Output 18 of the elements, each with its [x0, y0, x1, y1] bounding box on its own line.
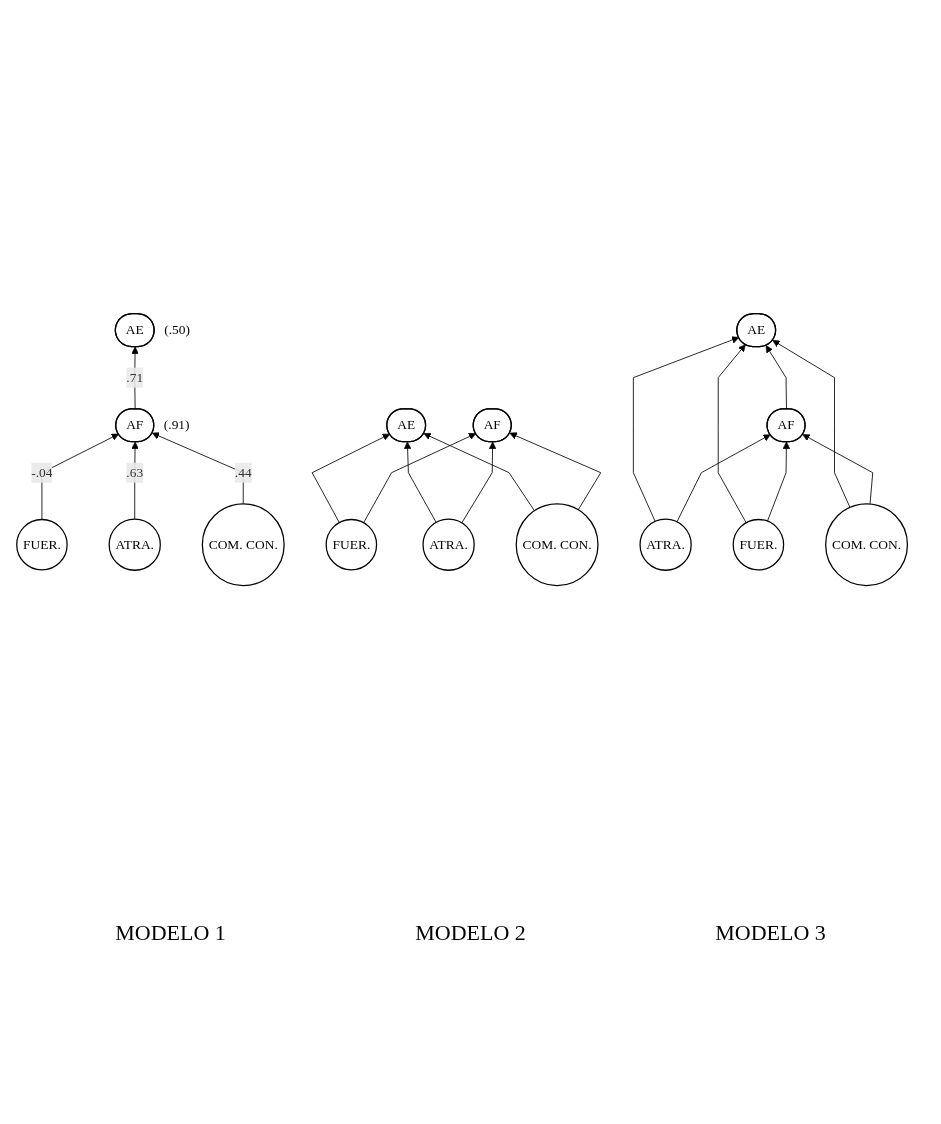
node-circle: ATRA. [108, 518, 161, 572]
node-circle: FUER. [16, 519, 68, 571]
node-circle: ATRA. [422, 518, 475, 572]
node-circle: ATRA. [639, 518, 692, 572]
node-circle: COM. CON. [201, 503, 285, 587]
node-circle: FUER. [325, 519, 378, 571]
node-circle: COM. CON. [825, 503, 909, 587]
model-caption: MODELO 1 [115, 920, 226, 946]
edge-label: .71 [126, 370, 144, 385]
coefficient-label: (.50) [164, 322, 190, 338]
coefficient-label: (.91) [163, 417, 190, 433]
model-caption: MODELO 2 [415, 920, 526, 946]
node-circle: FUER. [732, 519, 785, 571]
edge-label: .63 [126, 465, 144, 480]
node-circle: COM. CON. [515, 503, 599, 587]
edge-label: .44 [234, 465, 252, 480]
model-caption: MODELO 3 [715, 920, 826, 946]
edge-label: -.04 [31, 465, 53, 480]
